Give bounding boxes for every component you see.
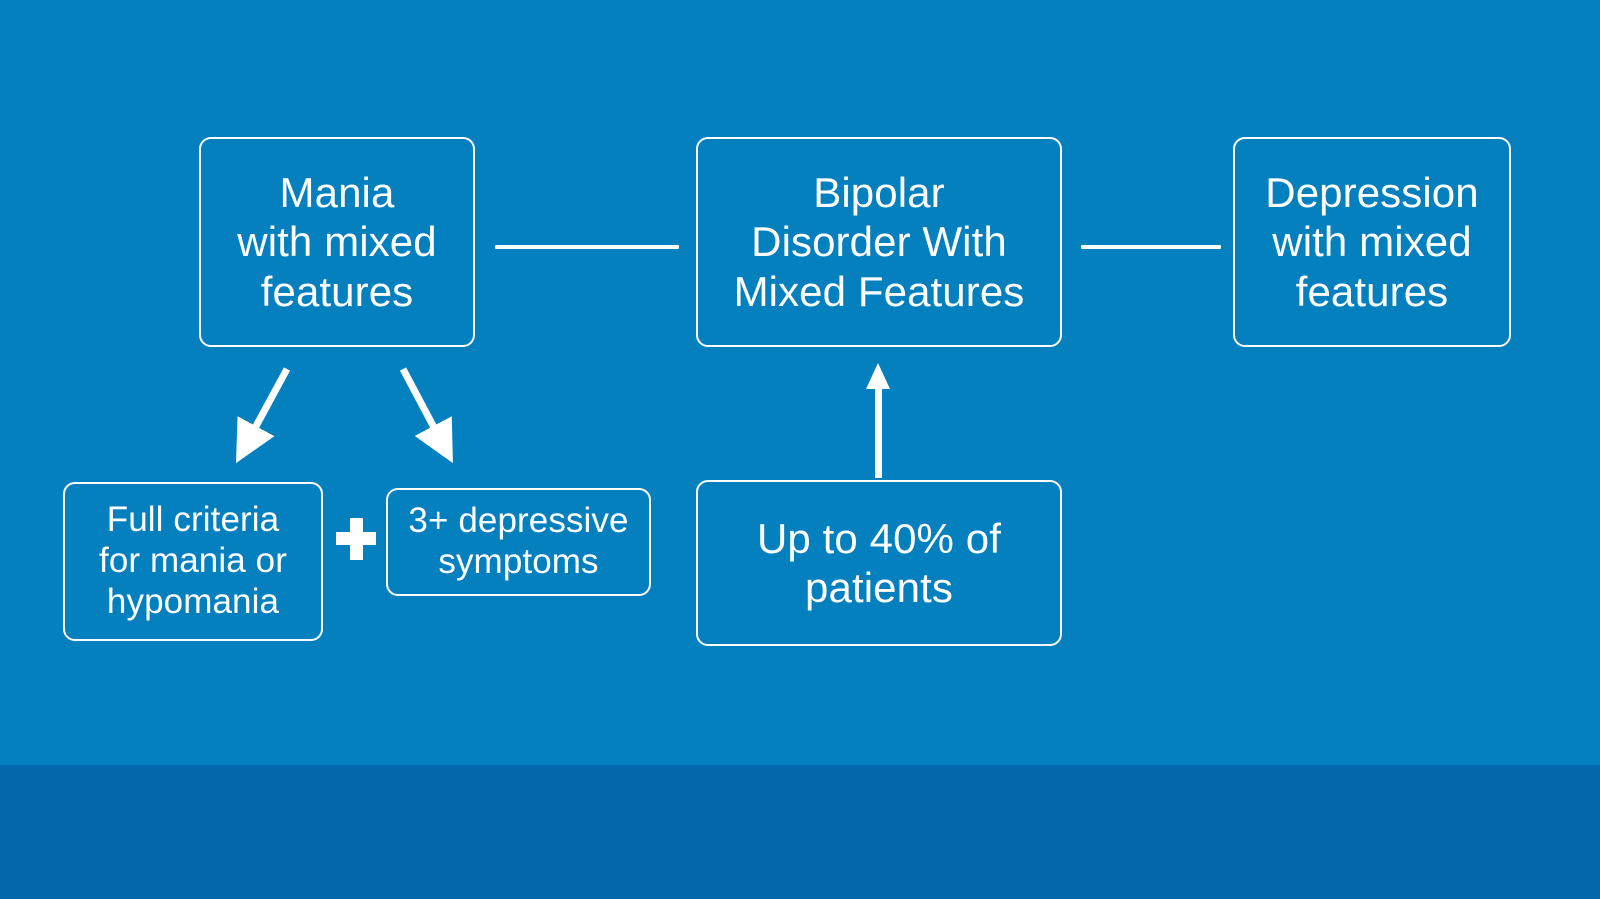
node-up-to-40-percent-of-patients[interactable]: Up to 40% of patients bbox=[696, 480, 1062, 646]
node-bipolar-disorder-with-mixed-features[interactable]: Bipolar Disorder With Mixed Features bbox=[696, 137, 1062, 347]
node-full-criteria-for-mania-or-hypomania[interactable]: Full criteria for mania or hypomania bbox=[63, 482, 323, 641]
node-depression-with-mixed-features[interactable]: Depression with mixed features bbox=[1233, 137, 1511, 347]
connector-mania-to-bipolar bbox=[495, 245, 679, 249]
arrow-down-left-icon bbox=[235, 367, 291, 464]
diagram-stage: Mania with mixed features Bipolar Disord… bbox=[63, 137, 1511, 646]
footer-bar: Psychopharmacology Institute bbox=[0, 765, 1600, 899]
node-three-plus-depressive-symptoms[interactable]: 3+ depressive symptoms bbox=[386, 488, 651, 596]
node-mania-with-mixed-features[interactable]: Mania with mixed features bbox=[199, 137, 475, 347]
arrow-down-right-icon bbox=[399, 367, 453, 464]
plus-operator-icon bbox=[336, 518, 376, 560]
arrow-up-shaft bbox=[875, 385, 882, 478]
connector-bipolar-to-depression bbox=[1081, 245, 1221, 249]
arrow-up-head-icon bbox=[866, 363, 890, 389]
